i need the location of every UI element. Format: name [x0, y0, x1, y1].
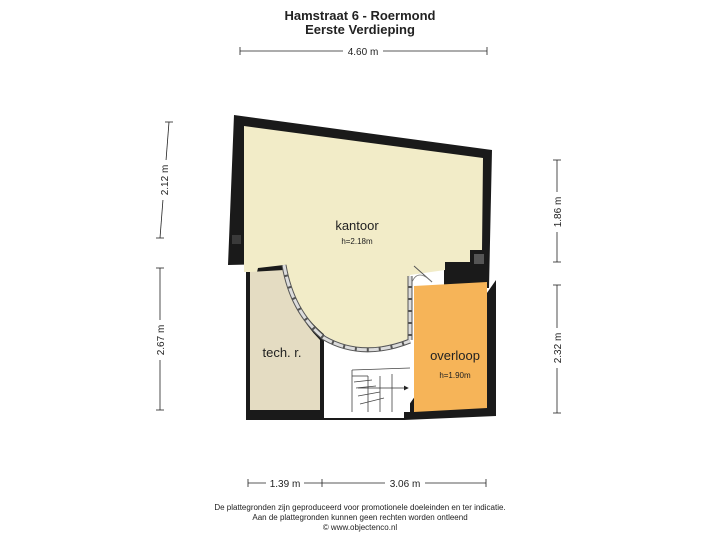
footer-disclaimer-1: De plattegronden zijn geproduceerd voor …	[214, 503, 506, 512]
plan-subtitle: Eerste Verdieping	[305, 22, 415, 37]
dim-right-lower: 2.32 m	[553, 333, 564, 364]
room-label-kantoor: kantoor	[335, 218, 379, 233]
staircase	[351, 367, 411, 412]
room-label-overloop: overloop	[430, 348, 480, 363]
dim-top: 4.60 m	[348, 47, 379, 58]
footer-disclaimer-2: Aan de plattegronden kunnen geen rechten…	[252, 513, 468, 522]
dim-right-upper: 1.86 m	[553, 197, 564, 228]
room-tech	[250, 270, 320, 410]
column-left	[232, 235, 241, 244]
room-label-tech: tech. r.	[262, 345, 301, 360]
room-height-kantoor: h=2.18m	[341, 237, 373, 246]
room-kantoor	[244, 126, 483, 348]
dim-left-upper: 2.12 m	[160, 165, 171, 196]
dim-bottom-left: 1.39 m	[270, 479, 301, 490]
room-overloop	[414, 282, 487, 412]
room-height-overloop: h=1.90m	[439, 371, 471, 380]
column-right	[474, 254, 484, 264]
dim-left-lower: 2.67 m	[156, 325, 167, 356]
dim-bottom-right: 3.06 m	[390, 479, 421, 490]
footer-copyright: © www.objectenco.nl	[322, 523, 398, 532]
plan-title: Hamstraat 6 - Roermond	[284, 8, 436, 23]
